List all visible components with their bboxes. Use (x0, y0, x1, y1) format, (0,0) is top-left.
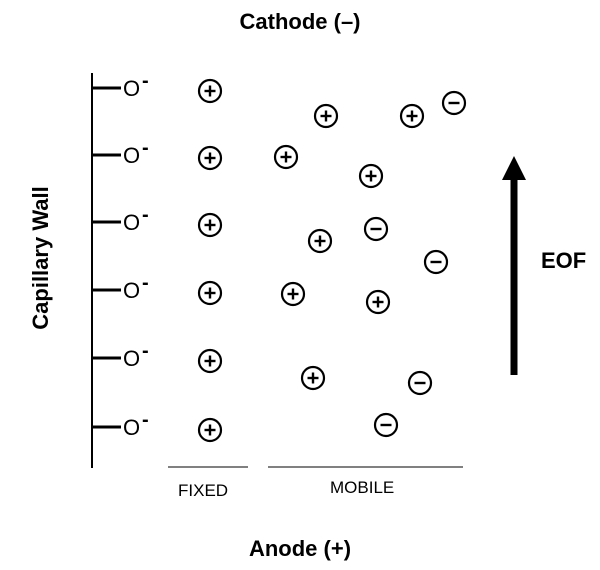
fixed-cation (197, 78, 223, 104)
wall-oxygen-anion: O- (92, 409, 149, 440)
fixed-cation (197, 417, 223, 443)
wall-oxygen-anion: O- (92, 340, 149, 371)
mobile-anion (373, 412, 399, 438)
mobile-cation (365, 289, 391, 315)
wall-oxygen-anion: O- (92, 272, 149, 303)
svg-text:O: O (123, 76, 140, 101)
fixed-cation (197, 280, 223, 306)
svg-text:-: - (142, 272, 149, 294)
mobile-cation (307, 228, 333, 254)
wall-oxygen-anion: O- (92, 137, 149, 168)
svg-text:-: - (142, 70, 149, 92)
anode-label: Anode (+) (248, 536, 352, 561)
svg-text:-: - (142, 137, 149, 159)
eof-label: EOF (541, 248, 587, 273)
mobile-cation (399, 103, 425, 129)
fixed-layer-label: FIXED (178, 481, 229, 500)
svg-text:O: O (123, 210, 140, 235)
svg-text:-: - (142, 409, 149, 431)
svg-text:-: - (142, 204, 149, 226)
svg-text:O: O (123, 346, 140, 371)
svg-text:O: O (123, 278, 140, 303)
fixed-cation (197, 212, 223, 238)
mobile-layer-label: MOBILE (330, 478, 395, 497)
mobile-cation (280, 281, 306, 307)
svg-text:O: O (123, 415, 140, 440)
wall-oxygen-anion: O- (92, 70, 149, 101)
mobile-anion (423, 249, 449, 275)
fixed-cation (197, 348, 223, 374)
mobile-cation (300, 365, 326, 391)
mobile-cation (358, 163, 384, 189)
cathode-label: Cathode (–) (239, 9, 361, 34)
mobile-cation (313, 103, 339, 129)
wall-oxygen-anion: O- (92, 204, 149, 235)
mobile-anion (407, 370, 433, 396)
mobile-anion (363, 216, 389, 242)
mobile-anion (441, 90, 467, 116)
svg-text:-: - (142, 340, 149, 362)
svg-text:O: O (123, 143, 140, 168)
fixed-cation (197, 145, 223, 171)
eof-arrow (502, 156, 526, 375)
mobile-cation (273, 144, 299, 170)
